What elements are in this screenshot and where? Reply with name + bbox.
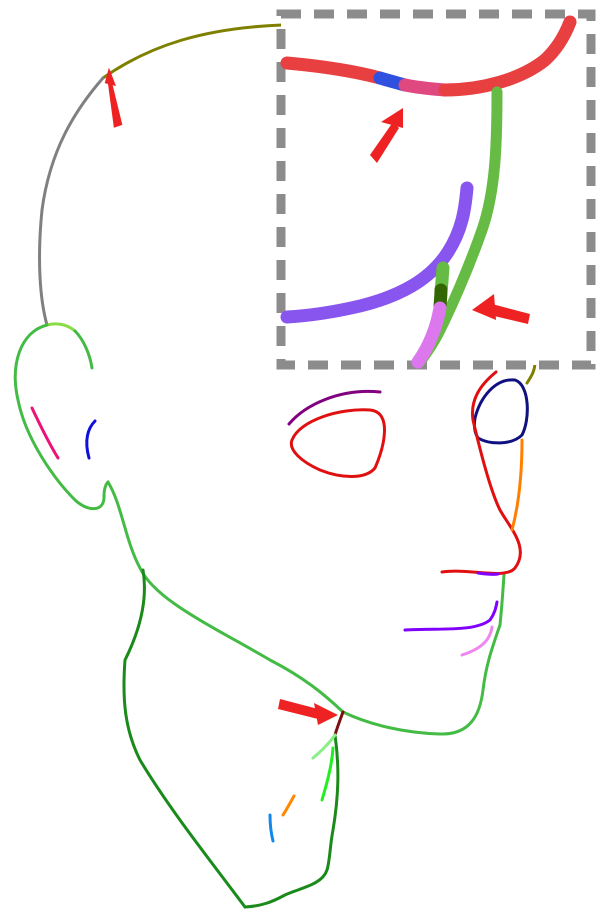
ear-outline-stroke bbox=[15, 325, 108, 509]
ear-front-stroke bbox=[75, 331, 92, 368]
neck bbox=[124, 570, 343, 907]
left-eye-stroke bbox=[291, 410, 384, 477]
face-features bbox=[32, 372, 527, 655]
neck-bright-green-stroke bbox=[322, 748, 333, 800]
neck-blue-stroke bbox=[270, 815, 273, 841]
nose-bridge-stroke bbox=[512, 440, 522, 530]
ear-top-stroke bbox=[47, 324, 75, 331]
ear-inner-right-stroke bbox=[87, 421, 95, 458]
lips-stroke bbox=[405, 602, 497, 630]
lower-face-stroke bbox=[500, 575, 504, 625]
ear-inner-left-stroke bbox=[32, 408, 58, 458]
chin-crease-stroke bbox=[462, 627, 492, 655]
skull-back-stroke bbox=[40, 78, 103, 325]
neck-bottom-stroke bbox=[245, 735, 338, 907]
neck-back-stroke bbox=[124, 570, 245, 907]
arrow-icon-neck bbox=[278, 699, 338, 725]
arrow-icon-top bbox=[81, 68, 144, 131]
brow-stroke bbox=[289, 391, 380, 424]
chin-line-stroke bbox=[343, 625, 500, 734]
forehead-mark-stroke bbox=[527, 362, 535, 383]
nose-tip-stroke bbox=[478, 573, 498, 574]
inset-panel bbox=[281, 14, 591, 365]
right-eye-stroke bbox=[474, 380, 527, 443]
neck-orange-stroke bbox=[283, 796, 294, 815]
skull-top-stroke bbox=[103, 25, 282, 78]
